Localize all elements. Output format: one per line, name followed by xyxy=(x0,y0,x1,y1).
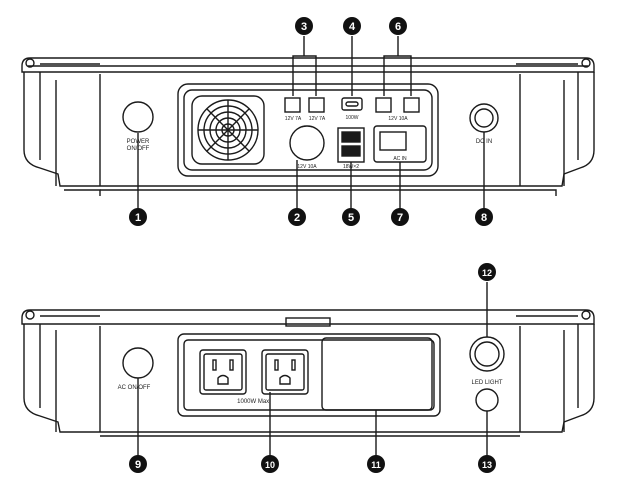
callout-11: 11 xyxy=(367,455,385,473)
dc-10a-port-right xyxy=(403,97,420,113)
led-button xyxy=(475,388,499,412)
led-label: LED LIGHT xyxy=(471,380,502,386)
cigarette-socket xyxy=(289,125,325,161)
callout-4: 4 xyxy=(343,17,361,35)
dc-in-port xyxy=(469,103,499,133)
cig-label: 12V 10A xyxy=(297,164,317,170)
svg-text:13: 13 xyxy=(482,460,492,470)
callout-3: 3 xyxy=(295,17,313,35)
dc-7a-port-left xyxy=(284,97,301,113)
ac-outlet-left xyxy=(199,349,247,395)
power-label-1: POWER xyxy=(127,139,150,145)
callout-8: 8 xyxy=(475,208,493,226)
usb-c-port xyxy=(341,97,363,111)
svg-text:4: 4 xyxy=(349,21,356,33)
svg-text:5: 5 xyxy=(348,212,354,224)
rear-body xyxy=(23,324,595,433)
svg-text:8: 8 xyxy=(481,212,487,224)
dc-in-label: DC IN xyxy=(476,139,492,145)
svg-text:12: 12 xyxy=(482,268,492,278)
power-button xyxy=(122,101,154,133)
dc-10a-port-left xyxy=(375,97,392,113)
dc-out-label: 12V 10A xyxy=(388,116,408,122)
svg-text:7: 7 xyxy=(397,212,403,224)
callout-1: 1 xyxy=(129,208,147,226)
callout-6: 6 xyxy=(389,17,407,35)
display-window xyxy=(321,337,433,411)
callout-9: 9 xyxy=(129,455,147,473)
usb-label: 18W×2 xyxy=(343,164,359,170)
fan-icon xyxy=(191,95,265,165)
callout-5: 5 xyxy=(342,208,360,226)
callout-badges: 1 2 3 4 5 6 7 8 9 10 11 12 13 xyxy=(129,17,496,473)
svg-text:6: 6 xyxy=(395,21,401,33)
front-lid xyxy=(21,57,595,73)
svg-text:10: 10 xyxy=(265,460,275,470)
svg-text:11: 11 xyxy=(371,460,381,470)
callout-2: 2 xyxy=(288,208,306,226)
svg-text:3: 3 xyxy=(301,21,307,33)
ac-switch-button xyxy=(122,347,154,379)
svg-text:9: 9 xyxy=(135,459,141,471)
dc-7a-port-right xyxy=(308,97,325,113)
front-port-panel xyxy=(177,83,439,177)
outlet-label: 1000W Max. xyxy=(237,399,271,405)
svg-text:1: 1 xyxy=(135,212,141,224)
power-label-2: ON/OFF xyxy=(127,146,150,152)
ac-outlet-right xyxy=(261,349,309,395)
callout-10: 10 xyxy=(261,455,279,473)
callout-7: 7 xyxy=(391,208,409,226)
front-view xyxy=(21,36,595,210)
port-12v7a-left-label: 12V 7A xyxy=(285,116,302,122)
callout-12: 12 xyxy=(478,263,496,281)
rear-lid xyxy=(21,309,595,325)
port-12v7a-right-label: 12V 7A xyxy=(309,116,326,122)
rear-outlet-panel xyxy=(177,333,441,417)
ac-switch-label: AC ON/OFF xyxy=(118,385,151,391)
rear-view xyxy=(21,282,595,456)
ac-in-label: AC IN xyxy=(393,156,407,162)
usbc-label: 100W xyxy=(345,115,358,121)
callout-13: 13 xyxy=(478,455,496,473)
front-body xyxy=(23,72,595,187)
svg-text:2: 2 xyxy=(294,212,300,224)
